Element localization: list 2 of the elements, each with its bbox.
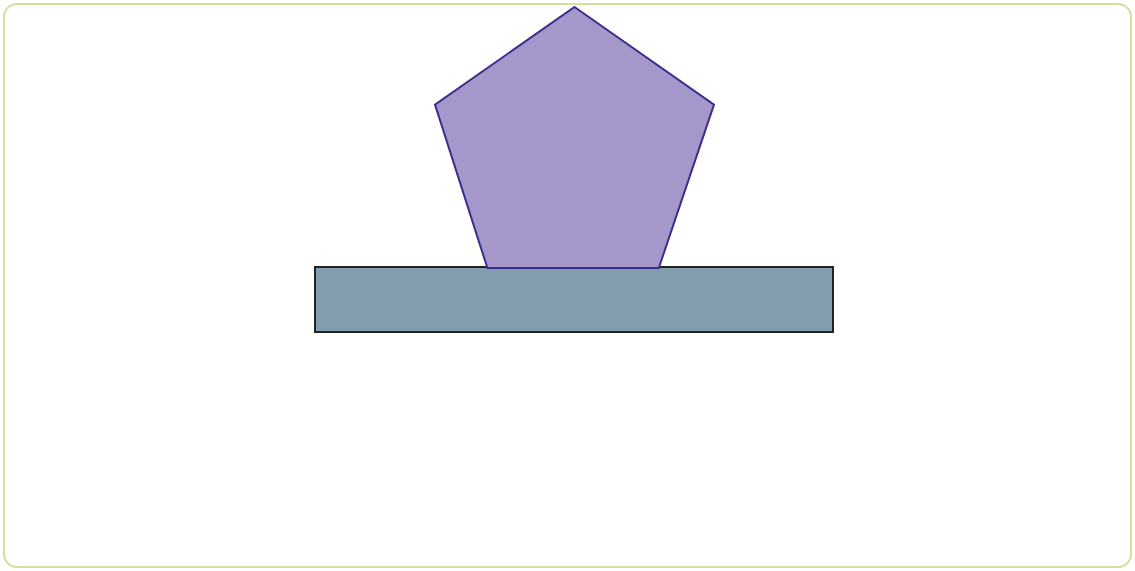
bar-shape <box>314 266 834 333</box>
pentagon-shape <box>434 6 715 269</box>
